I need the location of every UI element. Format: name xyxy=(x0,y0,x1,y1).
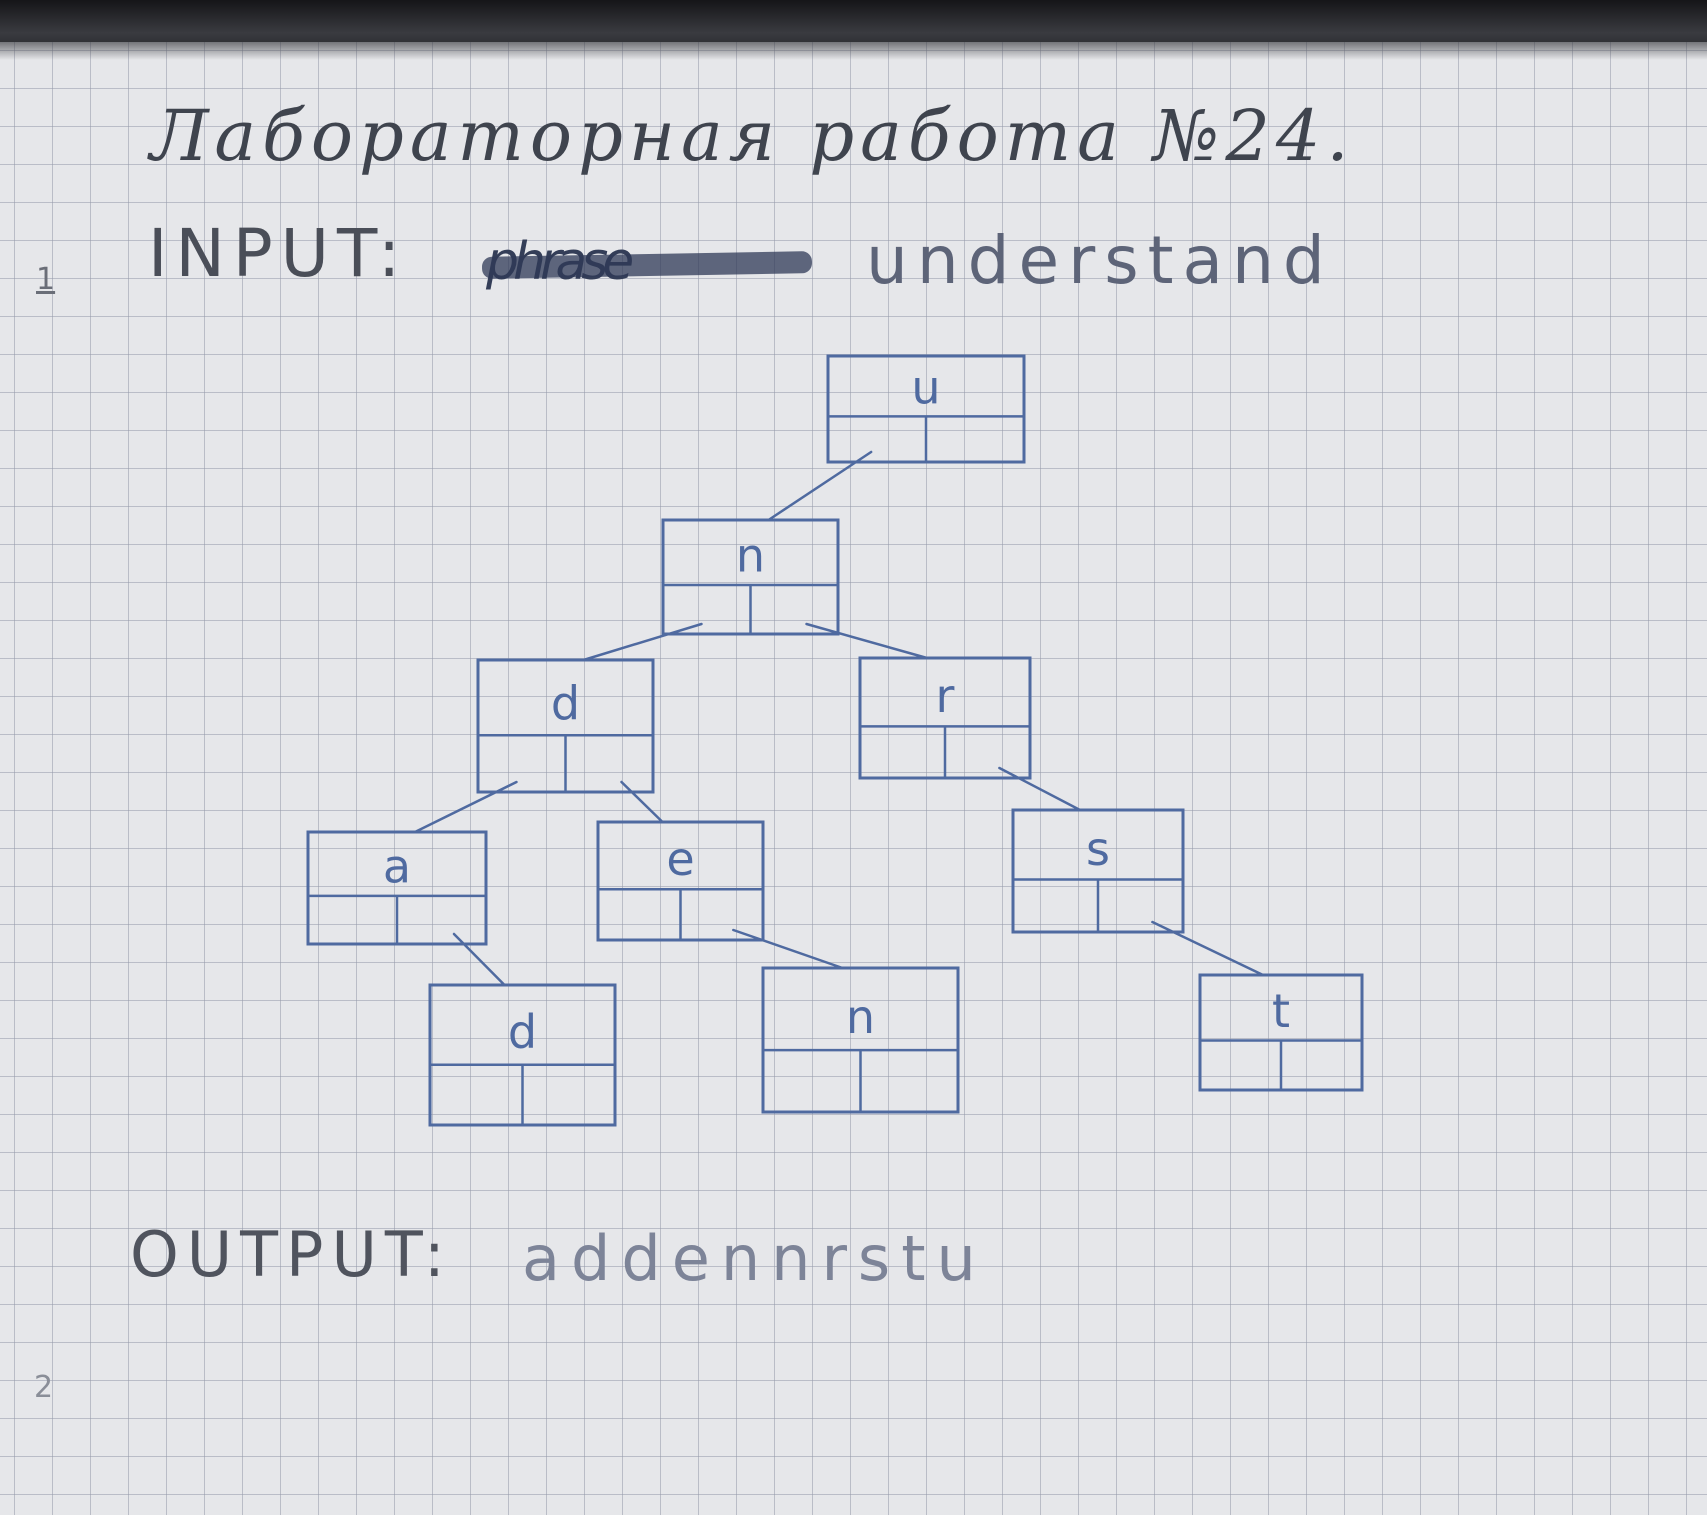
tree-node: n xyxy=(761,966,960,1114)
tree-edge xyxy=(582,622,703,662)
tree-edge xyxy=(452,932,506,987)
output-label: OUTPUT: xyxy=(130,1218,453,1291)
page-top-shadow xyxy=(0,0,1707,60)
tree-edge xyxy=(732,928,844,970)
tree-edge xyxy=(1151,920,1265,977)
notebook-page xyxy=(0,42,1707,1515)
line-number-2: 2 xyxy=(34,1370,54,1405)
input-value: understand xyxy=(866,222,1334,299)
node-label: n xyxy=(736,528,765,582)
line-number-1: 1 xyxy=(36,262,56,297)
tree-node: t xyxy=(1198,973,1364,1092)
tree-node: r xyxy=(858,656,1032,780)
node-label: d xyxy=(508,1005,537,1059)
tree-node: n xyxy=(661,518,840,636)
node-label: r xyxy=(936,669,955,723)
tree-node: e xyxy=(596,820,765,942)
tree-node: u xyxy=(826,354,1026,464)
node-label: t xyxy=(1272,984,1290,1038)
node-label: s xyxy=(1086,822,1110,876)
tree-edge xyxy=(805,622,929,660)
tree-node: d xyxy=(476,658,655,794)
input-label: INPUT: xyxy=(148,215,409,292)
tree-edge xyxy=(620,780,664,824)
node-label: n xyxy=(846,990,875,1044)
node-label: e xyxy=(666,832,694,886)
tree-nodes: u n d r a e s d n t xyxy=(306,354,1364,1127)
tree-edge xyxy=(998,766,1082,812)
node-label: u xyxy=(911,361,940,415)
page-title: Лабораторная работа №24. xyxy=(150,95,1355,177)
node-label: a xyxy=(383,839,411,893)
node-label: d xyxy=(551,676,580,730)
tree-edge xyxy=(413,780,518,834)
tree-node: s xyxy=(1011,808,1185,934)
output-value: addennrstu xyxy=(522,1222,987,1295)
tree-node: a xyxy=(306,830,488,946)
tree-node: d xyxy=(428,983,617,1127)
